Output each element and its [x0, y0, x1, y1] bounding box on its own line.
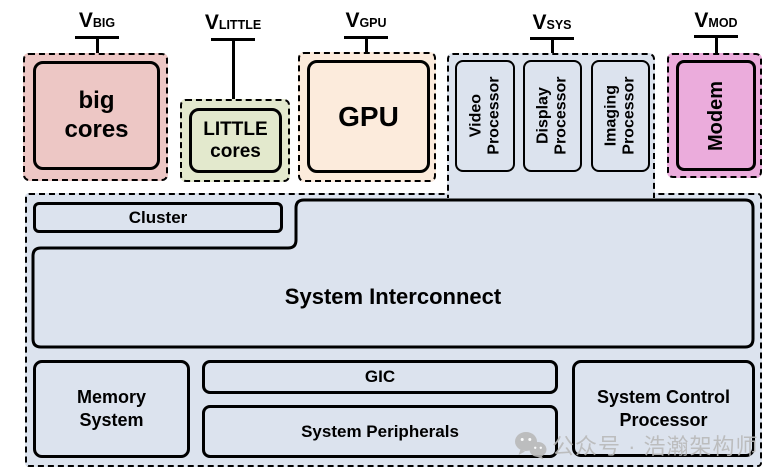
system-interconnect-label: System Interconnect: [284, 284, 502, 309]
system-peripherals-block: System Peripherals: [202, 405, 558, 458]
vsys-rail-bar: [530, 37, 574, 40]
cluster-block: Cluster: [33, 202, 283, 233]
system-interconnect-path: [31, 198, 755, 349]
voltage-label-vmod: VMOD: [666, 9, 766, 36]
memory-system-block: Memory System: [33, 360, 190, 458]
vbig-rail-bar: [75, 36, 119, 39]
video-processor-label: Video Processor: [467, 76, 503, 156]
watermark: 公众号 · 浩瀚架构师: [514, 429, 759, 461]
big-cores-block: big cores: [33, 61, 160, 170]
vlittle-subscript: LITTLE: [218, 18, 262, 32]
system-interconnect-shape: [31, 198, 755, 349]
voltage-label-vsys: VSYS: [502, 11, 602, 38]
voltage-label-vgpu: VGPU: [316, 9, 416, 36]
vgpu-subscript: GPU: [359, 16, 387, 30]
gpu-block: GPU: [307, 60, 430, 173]
vgpu-rail-stem: [365, 38, 368, 53]
vlittle-rail-bar: [211, 38, 255, 41]
modem-block: Modem: [676, 60, 756, 171]
vbig-subscript: BIG: [92, 16, 116, 30]
vlittle-rail-stem: [232, 40, 235, 100]
display-processor-block: Display Processor: [523, 60, 582, 172]
display-processor-label: Display Processor: [534, 76, 570, 156]
vmod-subscript: MOD: [708, 16, 738, 30]
vsys-subscript: SYS: [546, 18, 572, 32]
imaging-processor-label: Imaging Processor: [602, 76, 638, 156]
imaging-processor-block: Imaging Processor: [591, 60, 650, 172]
vbig-symbol: V: [78, 9, 93, 32]
voltage-label-vlittle: VLITTLE: [183, 11, 283, 38]
vgpu-symbol: V: [345, 9, 360, 32]
system-control-processor-block: System Control Processor: [572, 360, 755, 457]
vgpu-rail-bar: [344, 36, 388, 39]
vlittle-symbol: V: [204, 11, 219, 34]
wechat-icon: [515, 431, 547, 459]
vsys-rail-stem: [551, 39, 554, 54]
vsys-symbol: V: [532, 11, 547, 34]
little-cores-block: LITTLE cores: [189, 108, 282, 173]
voltage-label-vbig: VBIG: [47, 9, 147, 36]
vmod-rail-stem: [715, 37, 718, 54]
watermark-text: 公众号 · 浩瀚架构师: [552, 434, 759, 459]
vbig-rail-stem: [96, 38, 99, 54]
video-processor-block: Video Processor: [455, 60, 515, 172]
modem-label: Modem: [705, 80, 727, 151]
gic-block: GIC: [202, 360, 558, 394]
vmod-rail-bar: [694, 35, 738, 38]
vmod-symbol: V: [694, 9, 709, 32]
